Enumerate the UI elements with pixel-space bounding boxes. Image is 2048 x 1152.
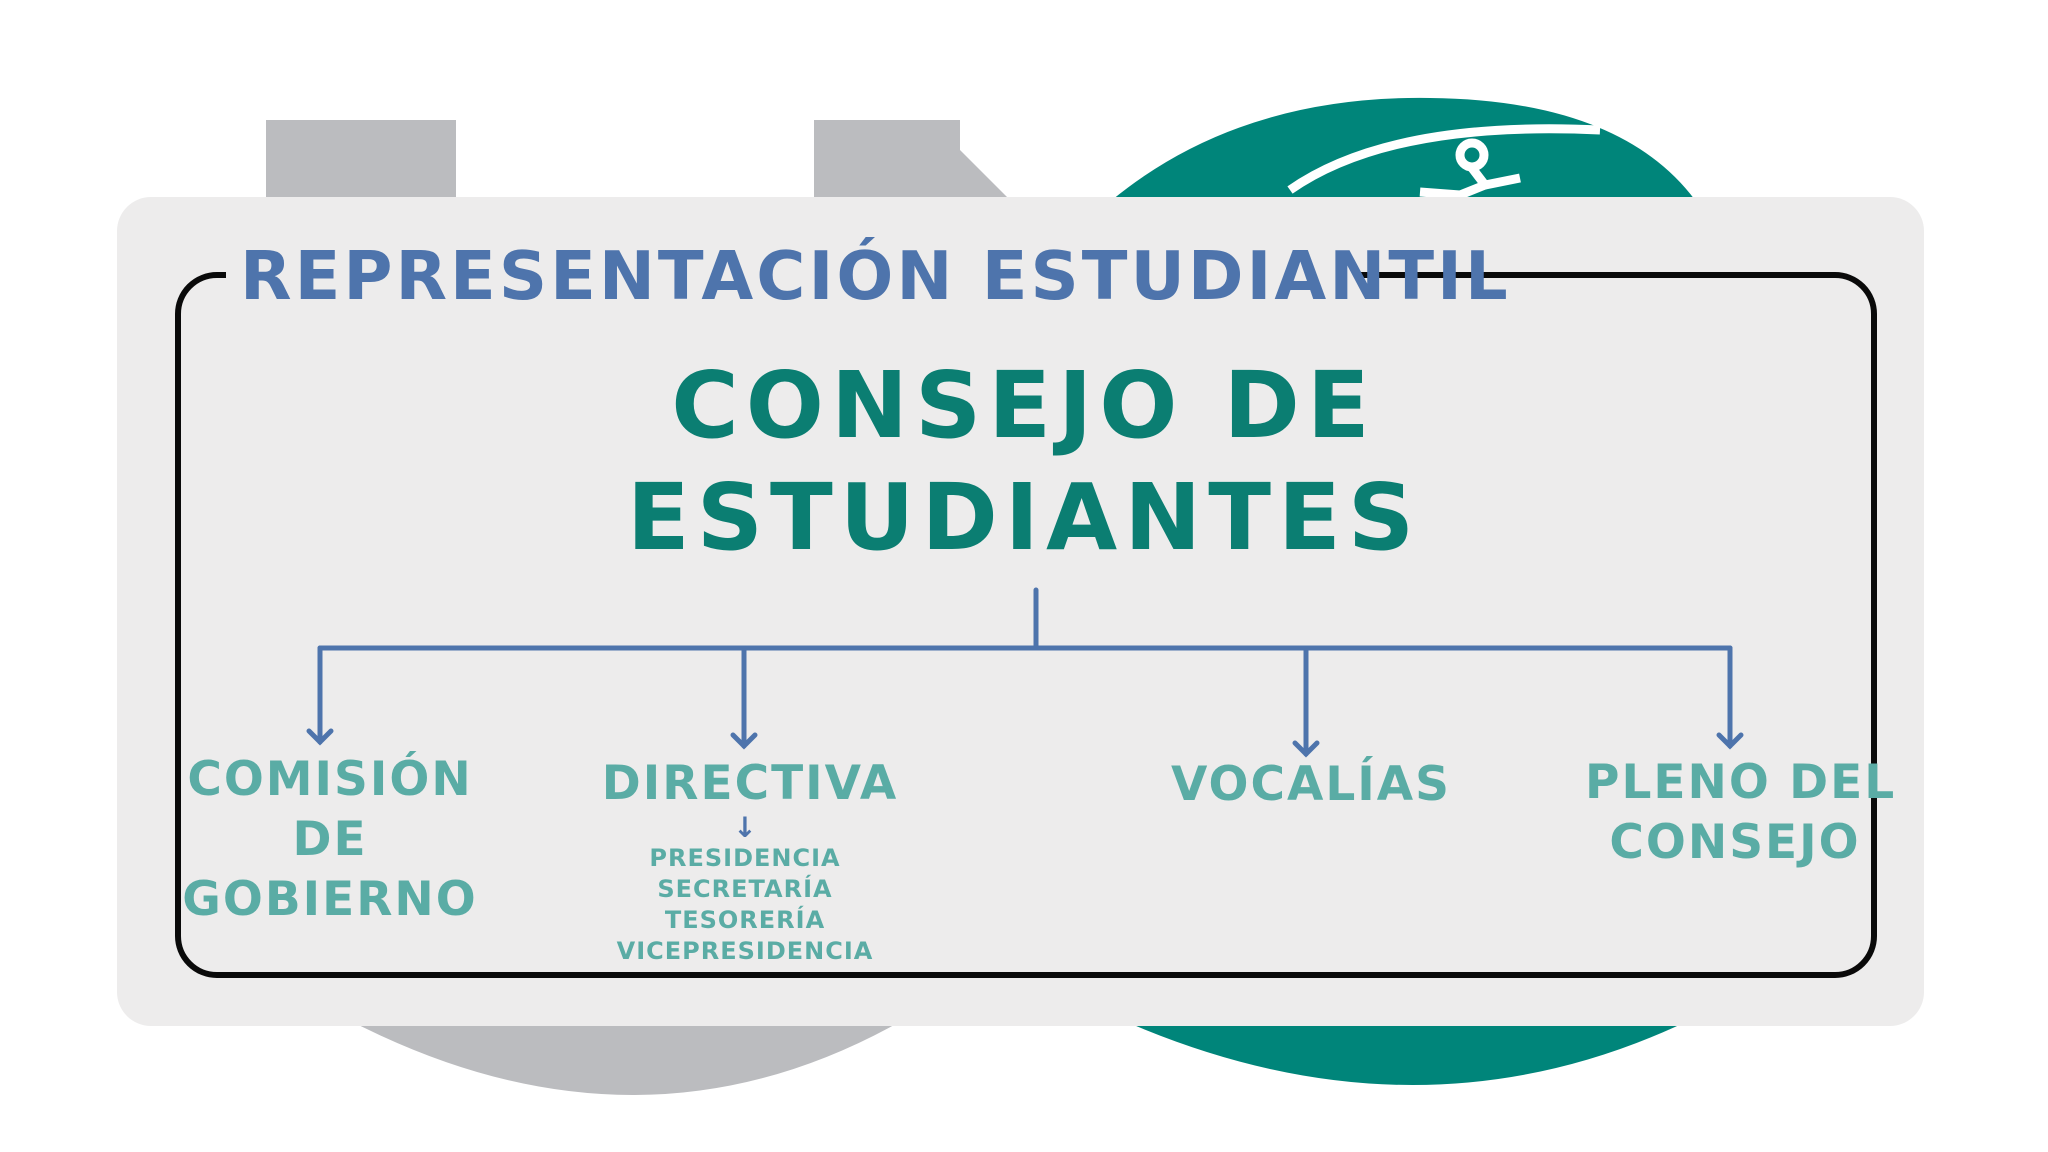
role-vicepresidencia: VICEPRESIDENCIA	[616, 937, 874, 965]
logo-white-figure	[1419, 138, 1521, 200]
arrowhead-directiva	[730, 732, 758, 750]
node-label-line: DIRECTIVA	[601, 756, 899, 811]
logo-teal-top	[1112, 97, 1695, 200]
node-directiva: DIRECTIVA	[600, 754, 900, 814]
node-label-line: GOBIERNO	[182, 872, 478, 927]
main-title: CONSEJO DE ESTUDIANTES	[604, 350, 1444, 574]
node-vocalias: VOCALÍAS	[1166, 755, 1456, 815]
arrowhead-pleno	[1716, 732, 1744, 750]
arrowhead-vocalias	[1292, 740, 1320, 758]
main-title-line-2: ESTUDIANTES	[626, 464, 1422, 571]
role-tesoreria: TESORERÍA	[664, 906, 826, 934]
logo-grey-bar-right	[814, 120, 1010, 200]
node-label-line: VOCALÍAS	[1170, 757, 1452, 812]
role-secretaria: SECRETARÍA	[657, 875, 833, 903]
main-title-line-1: CONSEJO DE	[671, 352, 1377, 459]
directiva-roles: ↓ PRESIDENCIA SECRETARÍA TESORERÍA VICEP…	[595, 813, 895, 967]
node-label-line: PLENO DEL	[1585, 755, 1897, 810]
content-panel	[117, 197, 1924, 1026]
logo-teal-bottom	[1100, 1010, 1710, 1085]
small-down-arrow-icon: ↓	[733, 811, 757, 844]
node-label-line: CONSEJO	[1609, 815, 1861, 870]
node-pleno-del-consejo: PLENO DEL CONSEJO	[1585, 753, 1897, 873]
node-label-line: COMISIÓN	[187, 752, 473, 807]
section-title-gap	[226, 240, 1354, 310]
logo-white-arc	[1287, 124, 1601, 194]
node-label-line: DE	[292, 812, 368, 867]
section-title: REPRESENTACIÓN ESTUDIANTIL	[240, 237, 1511, 315]
logo-grey-bowl	[330, 1010, 920, 1095]
arrowhead-comision	[306, 728, 334, 746]
role-presidencia: PRESIDENCIA	[649, 844, 841, 872]
node-comision-de-gobierno: COMISIÓN DE GOBIERNO	[180, 750, 480, 930]
